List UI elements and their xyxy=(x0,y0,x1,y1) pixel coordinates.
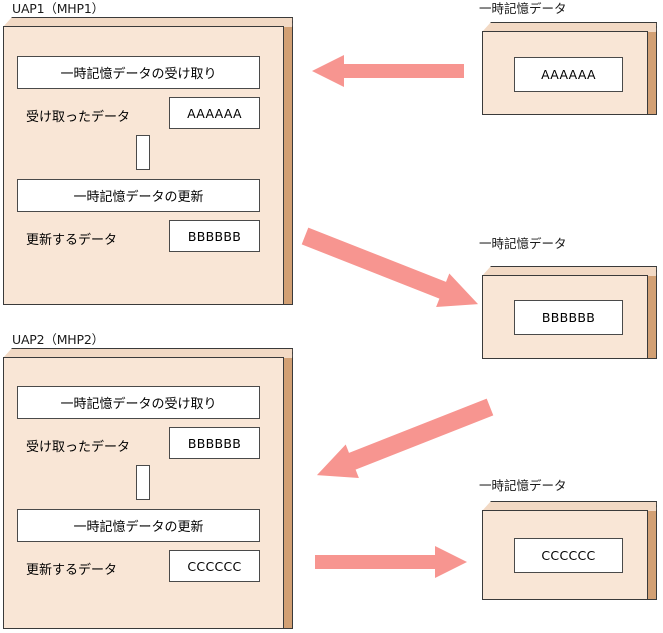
uap1-update-label: 更新するデータ xyxy=(26,233,118,248)
uap1-panel-side-face xyxy=(283,17,293,305)
store2-caption: 一時記憶データ xyxy=(479,236,567,251)
data-store-1-value: AAAAAA xyxy=(514,57,623,92)
data-store-3-front-face: CCCCCC xyxy=(482,510,648,600)
uap1-panel-front-face: 一時記憶データの受け取り 受け取ったデータ AAAAAA 一時記憶データの更新 … xyxy=(3,26,284,305)
data-store-3: CCCCCC xyxy=(482,501,657,600)
data-store-3-side-face xyxy=(647,501,657,600)
arrow-store1-to-uap1 xyxy=(312,55,464,87)
uap2-panel: 一時記憶データの受け取り 受け取ったデータ BBBBBB 一時記憶データの更新 … xyxy=(3,348,293,629)
uap1-update-value: BBBBBB xyxy=(169,220,260,252)
data-store-1: AAAAAA xyxy=(482,22,657,115)
uap2-panel-front-face: 一時記憶データの受け取り 受け取ったデータ BBBBBB 一時記憶データの更新 … xyxy=(3,357,284,629)
data-store-1-front-face: AAAAAA xyxy=(482,31,648,115)
uap2-caption: UAP2（MHP2） xyxy=(12,332,104,347)
uap1-caption: UAP1（MHP1） xyxy=(12,1,104,16)
data-store-2-side-face xyxy=(647,266,657,359)
data-store-3-value: CCCCCC xyxy=(514,538,623,573)
arrow-uap1-to-store2 xyxy=(301,227,479,307)
store1-caption: 一時記憶データ xyxy=(479,1,567,16)
arrow-uap2-to-store3 xyxy=(315,546,467,578)
arrow-store2-to-uap2 xyxy=(316,398,494,478)
data-store-1-side-face xyxy=(647,22,657,115)
store3-caption: 一時記憶データ xyxy=(479,478,567,493)
data-store-2: BBBBBB xyxy=(482,266,657,359)
uap2-receive-step: 一時記憶データの受け取り xyxy=(17,386,260,419)
data-store-2-value: BBBBBB xyxy=(514,300,623,335)
uap2-panel-side-face xyxy=(283,348,293,629)
uap2-update-label: 更新するデータ xyxy=(26,563,118,578)
uap2-received-value: BBBBBB xyxy=(169,427,260,459)
uap1-receive-step: 一時記憶データの受け取り xyxy=(17,56,260,89)
data-store-2-front-face: BBBBBB xyxy=(482,275,648,359)
uap1-panel: 一時記憶データの受け取り 受け取ったデータ AAAAAA 一時記憶データの更新 … xyxy=(3,17,293,305)
uap2-flow-connector xyxy=(136,465,150,500)
uap2-update-step: 一時記憶データの更新 xyxy=(17,509,260,542)
uap2-received-label: 受け取ったデータ xyxy=(26,440,131,455)
uap1-received-value: AAAAAA xyxy=(169,97,260,129)
uap1-received-label: 受け取ったデータ xyxy=(26,110,131,125)
uap2-update-value: CCCCCC xyxy=(169,550,260,582)
uap1-update-step: 一時記憶データの更新 xyxy=(17,179,260,212)
uap1-flow-connector xyxy=(136,135,150,170)
